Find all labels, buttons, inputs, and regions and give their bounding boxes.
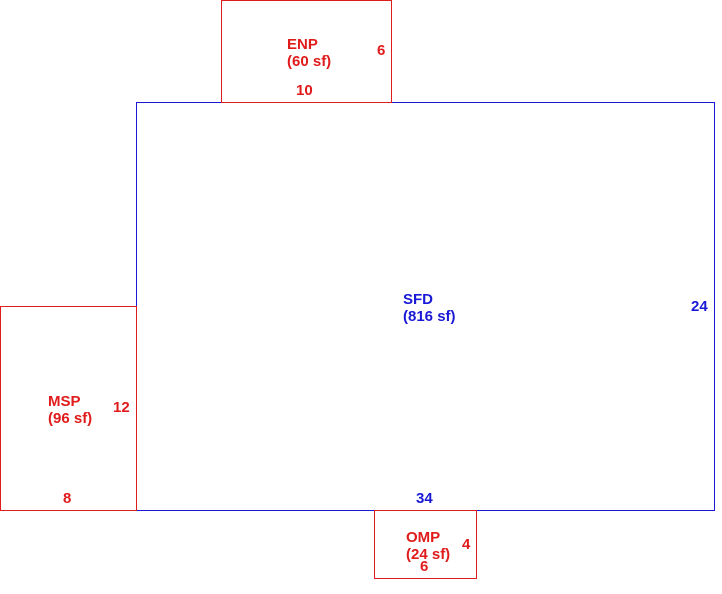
omp-area-label: (24 sf)	[406, 546, 451, 563]
sfd-code-label: SFD	[403, 291, 433, 308]
enp-width-dimension: 10	[296, 82, 313, 99]
enp-height-dimension: 6	[377, 42, 386, 59]
omp-outline	[374, 510, 477, 579]
sfd-width-dimension: 34	[416, 490, 433, 507]
msp-code-label: MSP	[48, 393, 81, 410]
sfd-height-dimension: 24	[691, 298, 708, 315]
msp-width-dimension: 8	[63, 490, 72, 507]
msp-outline	[0, 306, 137, 511]
sfd-area-label: (816 sf)	[403, 308, 456, 325]
omp-height-dimension: 4	[462, 536, 471, 553]
msp-area-label: (96 sf)	[48, 410, 93, 427]
omp-code-label: OMP	[406, 529, 441, 546]
omp-width-dimension: 6	[420, 558, 429, 575]
enp-outline	[221, 0, 392, 103]
enp-code-label: ENP	[287, 36, 318, 53]
enp-area-label: (60 sf)	[287, 53, 332, 70]
msp-height-dimension: 12	[113, 399, 130, 416]
